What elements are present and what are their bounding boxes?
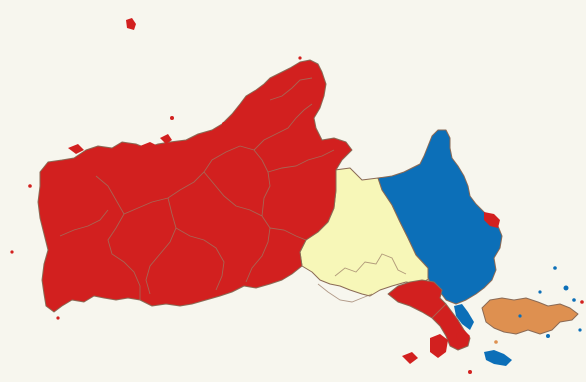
- islet-red-sw-1: [46, 296, 50, 300]
- islet-red-nw-3: [224, 130, 228, 134]
- region-island-orange[interactable]: [481, 297, 579, 335]
- islet-red-east-1: [580, 300, 584, 304]
- island-red-northwest: [68, 144, 84, 154]
- island-red-south: [430, 334, 448, 358]
- island-red-north: [126, 18, 136, 30]
- region-east-red-fleck: [484, 212, 500, 228]
- islet-blue-east-6: [578, 328, 582, 332]
- island-red-bay-2: [160, 134, 172, 144]
- islet-blue-east-4: [538, 290, 542, 294]
- islet-red-w-1: [28, 184, 32, 188]
- islet-red-south-2: [468, 370, 472, 374]
- island-blue-south: [484, 350, 512, 366]
- islet-red-nw-1: [170, 116, 174, 120]
- region-west-red[interactable]: [37, 59, 353, 313]
- islet-blue-east-2: [553, 266, 557, 270]
- islet-red-n-1: [298, 56, 302, 60]
- islet-blue-east-1: [563, 285, 569, 291]
- islet-blue-east-5: [546, 334, 550, 338]
- islet-red-sw-2: [56, 316, 60, 320]
- island-blue-channel: [454, 304, 474, 330]
- islet-blue-east-3: [572, 298, 576, 302]
- islet-red-w-2: [10, 250, 14, 254]
- islet-orange-1: [494, 340, 498, 344]
- island-red-bay-1: [140, 142, 158, 152]
- island-red-mid: [456, 330, 470, 344]
- islet-blue-east-7: [518, 314, 522, 318]
- island-red-southwest: [402, 352, 418, 364]
- islet-red-nw-2: [222, 122, 226, 126]
